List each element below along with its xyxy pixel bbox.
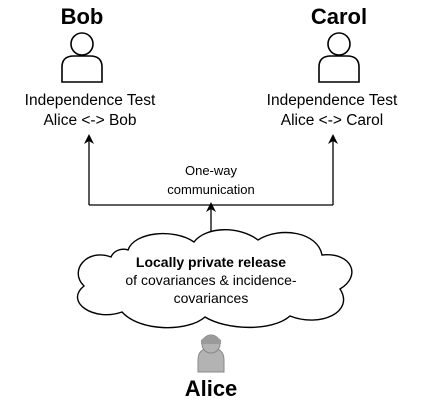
release-line2: of covariances & incidence- [125, 272, 297, 288]
communication-line2: communication [167, 182, 255, 197]
release-cloud [76, 229, 353, 329]
communication-line1: One-way [184, 163, 238, 178]
carol-test-line1: Independence Test [266, 92, 398, 109]
bob-test-line1: Independence Test [24, 92, 156, 109]
release-bold-text: Locally private release [96, 253, 326, 271]
release-title: Locally private release [135, 254, 287, 270]
carol-person-icon [318, 32, 360, 83]
bob-name: Bob [60, 4, 104, 29]
bob-test-line2: Alice <-> Bob [43, 112, 137, 129]
release-line3: covariances [173, 290, 249, 306]
carol-test-line2: Alice <-> Carol [280, 112, 384, 129]
bob-person-icon [61, 32, 103, 83]
alice-name: Alice [184, 376, 238, 401]
carol-name: Carol [310, 4, 368, 29]
alice-person-icon [197, 334, 225, 373]
